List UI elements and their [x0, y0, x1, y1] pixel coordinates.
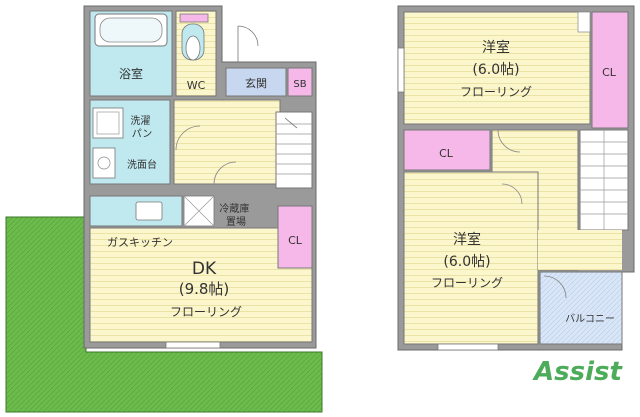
- entrance-area: [225, 67, 287, 97]
- stairs-ground: [275, 111, 313, 189]
- logo-text: Assist: [532, 357, 623, 387]
- western-room-1-area: [403, 11, 591, 125]
- balcony-area: [539, 271, 623, 345]
- label-wc: WC: [187, 79, 206, 92]
- label-gas-kitchen: ガスキッチン: [107, 236, 173, 249]
- label-laundry-line1: 洗濯: [130, 115, 150, 127]
- label-entrance: 玄関: [245, 76, 267, 90]
- closet-ground-area: [277, 205, 313, 269]
- label-western2-floor: フローリング: [431, 276, 503, 290]
- label-laundry: 洗濯 パン: [130, 115, 153, 140]
- label-western1-name: 洋室: [482, 39, 510, 56]
- label-dk-size: (9.8帖): [179, 280, 230, 298]
- label-fridge-line2: 置場: [226, 215, 246, 228]
- label-closet-ground: CL: [288, 234, 303, 247]
- toilet-tank: [179, 13, 209, 23]
- assist-logo: Assist: [532, 357, 623, 387]
- label-washbasin: 洗面台: [127, 158, 157, 171]
- western-room-2-area: [403, 171, 539, 345]
- label-laundry-line2: パン: [132, 128, 153, 140]
- label-western2-size: (6.0帖): [443, 254, 490, 270]
- hall-area: [173, 99, 281, 185]
- washbasin-fixture: [92, 147, 116, 179]
- label-balcony: バルコニー: [565, 313, 615, 325]
- closet-mid-area: [403, 129, 491, 171]
- upper-floor: [397, 5, 635, 351]
- laundry-pan: [92, 107, 124, 139]
- room-labels: 浴室 WC 玄関 SB 洗濯 パン 洗面台 冷蔵庫 置場 ガスキッチン DK (…: [107, 39, 617, 325]
- ground-floor: [83, 5, 317, 349]
- label-fridge-line1: 冷蔵庫: [219, 202, 249, 215]
- closet-east-area: [591, 11, 629, 129]
- stairs-upper: [579, 129, 629, 231]
- dk-area: [89, 227, 313, 343]
- label-closet-east: CL: [602, 66, 617, 79]
- label-dk-name: DK: [192, 259, 217, 279]
- label-bathroom: 浴室: [119, 66, 143, 81]
- label-western2-name: 洋室: [453, 231, 481, 248]
- label-western1-floor: フローリング: [460, 85, 532, 99]
- shoe-box-area: [287, 67, 313, 97]
- label-dk-floor: フローリング: [170, 305, 242, 319]
- toilet-bowl: [185, 35, 201, 61]
- label-closet-mid: CL: [439, 147, 454, 160]
- label-shoe-box: SB: [293, 79, 306, 90]
- label-western1-size: (6.0帖): [472, 62, 519, 78]
- label-fridge: 冷蔵庫 置場: [219, 202, 252, 228]
